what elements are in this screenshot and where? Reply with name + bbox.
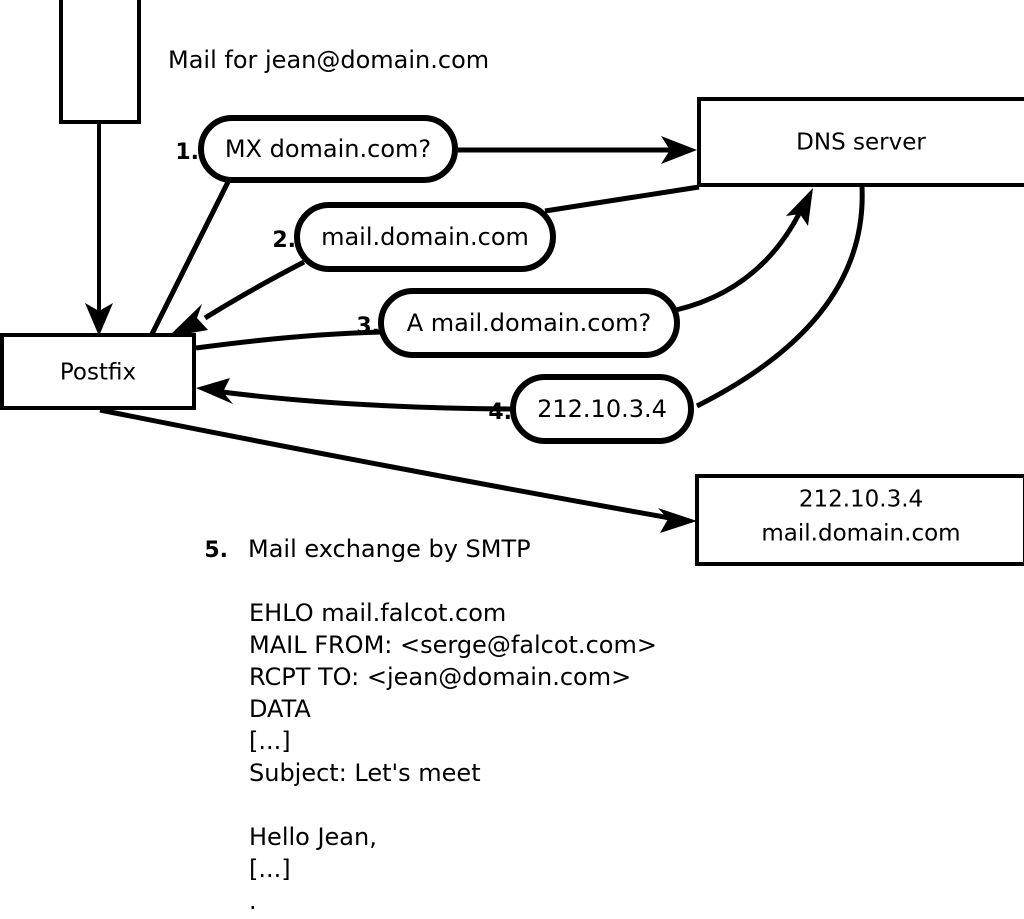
node-mail-server-hostname: mail.domain.com [761,521,960,547]
arrowhead-sender-to-postfix [85,303,113,336]
node-sender-box [59,0,141,124]
smtp-line-3: DATA [249,695,311,723]
connector-postfix-to-query3 [195,329,384,351]
bubble-3-step-number: 3. [356,314,380,339]
connector-postfix-to-query1 [149,178,232,336]
smtp-line-7: Hello Jean, [249,823,377,851]
bubble-4-label: 212.10.3.4 [537,395,667,423]
smtp-line-9: . [249,887,257,915]
bubble-1-step-number: 1. [175,140,199,165]
smtp-line-2: RCPT TO: <jean@domain.com> [249,663,631,691]
connector-query3-to-dns [675,210,803,313]
bubble-2-step-number: 2. [272,228,296,253]
bubble-3-label: A mail.domain.com? [407,309,652,337]
node-mail-server-ip: 212.10.3.4 [799,487,923,513]
connector-dns-to-answer2 [544,184,700,214]
arrowhead-answer4-to-postfix [196,378,233,404]
node-postfix-box [0,333,196,410]
node-postfix-label: Postfix [60,360,136,386]
arrowhead-query1-to-dns [661,136,697,164]
bubble-1-shape [198,115,458,183]
node-mail-server-box [695,474,1024,566]
bubble-2-label: mail.domain.com [321,223,529,251]
arrowhead-answer2-to-postfix [168,304,208,337]
connector-answer4-to-postfix [221,389,513,412]
smtp-line-8: [...] [249,855,291,883]
smtp-line-1: MAIL FROM: <serge@falcot.com> [249,631,657,659]
step-5-label: Mail exchange by SMTP [248,535,531,563]
node-dns-server-label: DNS server [796,130,926,156]
bubble-4-step-number: 4. [488,400,512,425]
smtp-line-0: EHLO mail.falcot.com [249,599,506,627]
bubble-3-shape [378,288,680,358]
smtp-line-5: Subject: Let's meet [249,759,481,787]
bubble-2-shape [294,202,556,272]
node-dns-server-box [697,97,1024,187]
bubble-1-label: MX domain.com? [225,135,431,163]
arrowhead-query3-to-dns [786,188,813,226]
smtp-line-4: [...] [249,727,291,755]
caption-mail-for: Mail for jean@domain.com [168,46,489,74]
bubble-4-shape [510,374,694,444]
connector-dns-to-answer4 [695,186,865,409]
connector-postfix-to-mail-server [99,407,671,521]
arrowhead-postfix-to-mail-server [658,508,697,533]
connector-answer2-to-postfix [203,259,306,321]
step-5-number: 5. [204,538,228,563]
